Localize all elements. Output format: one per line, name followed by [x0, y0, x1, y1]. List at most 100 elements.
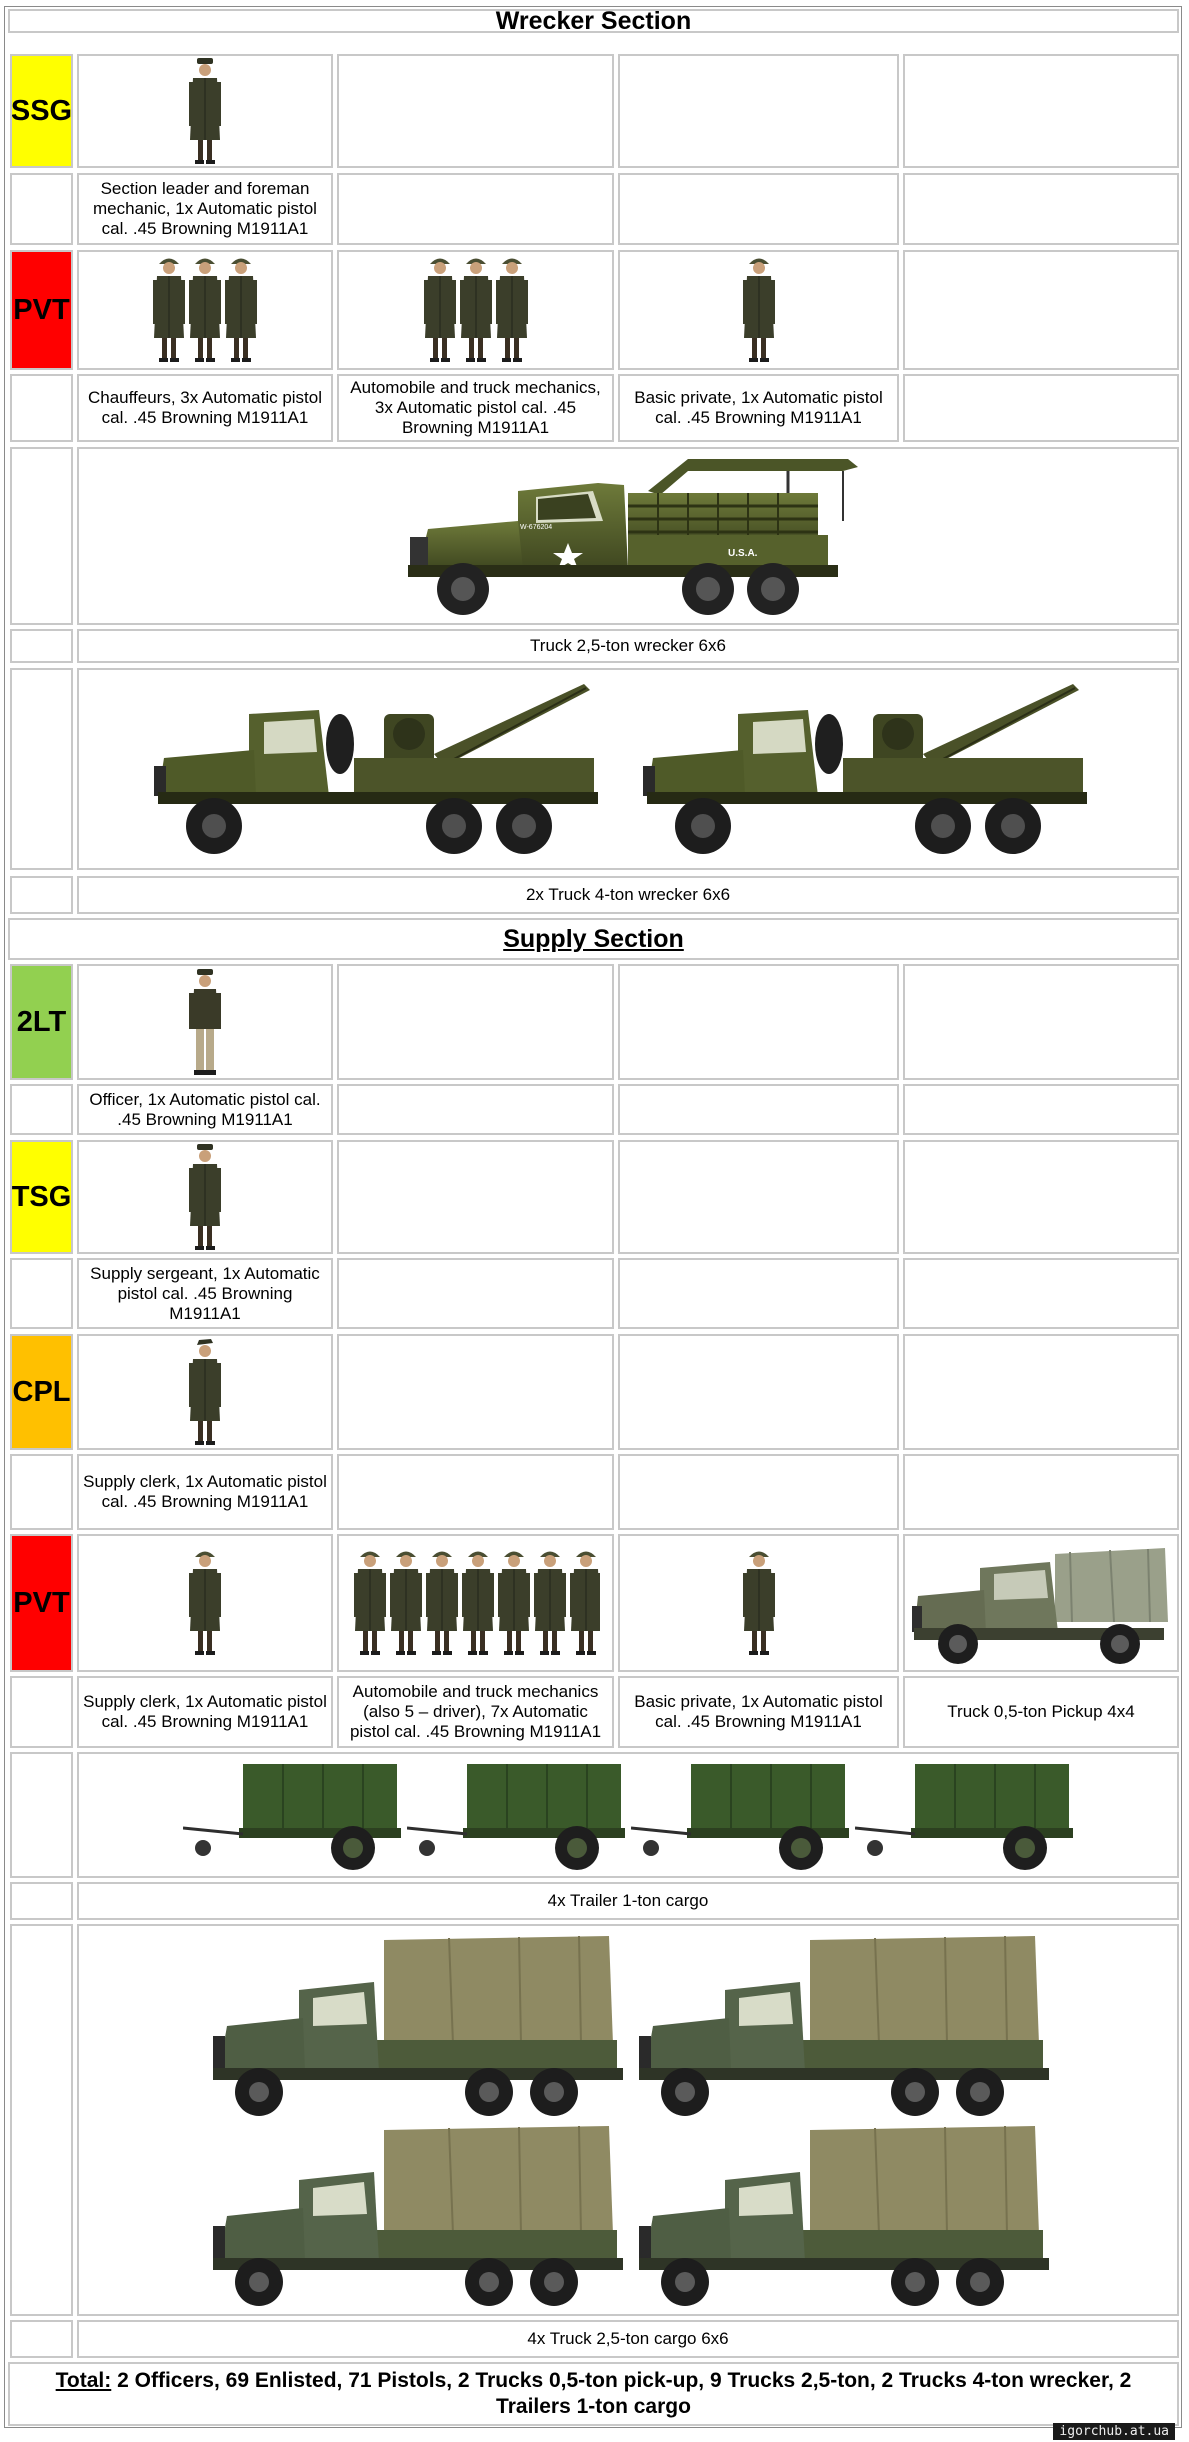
- mechanics-figures-cell: [337, 250, 614, 370]
- empty-cell: [903, 54, 1179, 168]
- truck-25-ton-cargo-icon: [213, 1935, 623, 2116]
- empty-cell: [337, 1258, 614, 1329]
- trailer-1-ton-icon: [631, 1764, 849, 1870]
- watermark: igorchub.at.ua: [1053, 2423, 1175, 2440]
- basic-private2-figure-cell: [618, 1534, 899, 1672]
- supply-section-title: Supply Section: [8, 918, 1179, 960]
- empty-cell: [618, 1140, 899, 1254]
- empty-rank-cell: [10, 1676, 73, 1748]
- ssg-figure-cell: [77, 54, 333, 168]
- empty-cell: [903, 1454, 1179, 1530]
- empty-cell: [337, 1334, 614, 1450]
- outer-frame: [4, 6, 1182, 2428]
- empty-cell: [903, 250, 1179, 370]
- ssg-caption: Section leader and foreman mechanic, 1x …: [77, 173, 333, 245]
- supply-sergeant-caption: Supply sergeant, 1x Automatic pistol cal…: [77, 1258, 333, 1329]
- pickup-truck-cell: [903, 1534, 1179, 1672]
- empty-cell: [618, 54, 899, 168]
- rank-ssg: SSG: [10, 54, 73, 168]
- empty-rank-cell: [10, 1924, 73, 2316]
- trailers-caption: 4x Trailer 1-ton cargo: [77, 1882, 1179, 1920]
- empty-cell: [337, 964, 614, 1080]
- truck-4-ton-wrecker-icon: [642, 684, 1087, 854]
- empty-cell: [903, 173, 1179, 245]
- basic-private-figure-cell: [618, 250, 899, 370]
- star-insignia: [553, 543, 583, 569]
- supply-clerk2-caption: Supply clerk, 1x Automatic pistol cal. .…: [77, 1676, 333, 1748]
- rank-pvt: PVT: [10, 250, 73, 370]
- truck-05-ton-pickup-icon: [912, 1548, 1168, 1664]
- empty-cell: [903, 1334, 1179, 1450]
- truck-25-ton-cargo-icon: [639, 2125, 1049, 2306]
- empty-rank-cell: [10, 1752, 73, 1878]
- empty-cell: [903, 374, 1179, 442]
- soldier-coat-icon: [189, 58, 221, 164]
- mechanics7-caption: Automobile and truck mechanics (also 5 –…: [337, 1676, 614, 1748]
- truck-4-ton-wrecker-icon: [153, 684, 598, 854]
- empty-cell: [618, 1258, 899, 1329]
- basic-private-caption: Basic private, 1x Automatic pistol cal. …: [618, 374, 899, 442]
- rank-tsg: TSG: [10, 1140, 73, 1254]
- truck-25-wrecker-caption: Truck 2,5-ton wrecker 6x6: [77, 629, 1179, 663]
- empty-rank-cell: [10, 2320, 73, 2358]
- empty-cell: [618, 964, 899, 1080]
- empty-cell: [618, 1084, 899, 1135]
- officer-figure-cell: [77, 964, 333, 1080]
- empty-cell: [618, 1334, 899, 1450]
- empty-cell: [618, 1454, 899, 1530]
- truck-25-wrecker-cell: U.S.A. W-676204: [77, 447, 1179, 625]
- total-summary: Total: 2 Officers, 69 Enlisted, 71 Pisto…: [8, 2362, 1179, 2426]
- empty-cell: [903, 1140, 1179, 1254]
- officer-caption: Officer, 1x Automatic pistol cal. .45 Br…: [77, 1084, 333, 1135]
- truck-4-wrecker-cell: [77, 668, 1179, 870]
- soldier-helmet-icon: [742, 258, 775, 362]
- empty-rank-cell: [10, 374, 73, 442]
- supply-clerk-figure-cell: [77, 1334, 333, 1450]
- chauffeurs-caption: Chauffeurs, 3x Automatic pistol cal. .45…: [77, 374, 333, 442]
- bed-marking: U.S.A.: [728, 548, 758, 559]
- supply-clerk-caption: Supply clerk, 1x Automatic pistol cal. .…: [77, 1454, 333, 1530]
- trailer-1-ton-icon: [407, 1764, 625, 1870]
- truck-25-ton-cargo-icon: [213, 2125, 623, 2306]
- wheels: [437, 563, 799, 615]
- wrecker-section-title: Wrecker Section: [8, 9, 1179, 33]
- empty-rank-cell: [10, 668, 73, 870]
- cargo-caption: 4x Truck 2,5-ton cargo 6x6: [77, 2320, 1179, 2358]
- soldier-coat-icon: [189, 1144, 221, 1250]
- empty-rank-cell: [10, 447, 73, 625]
- empty-cell: [903, 1084, 1179, 1135]
- rank-cpl: CPL: [10, 1334, 73, 1450]
- total-text: 2 Officers, 69 Enlisted, 71 Pistols, 2 T…: [117, 2369, 1132, 2418]
- soldiers-helmet-icon: [423, 258, 528, 362]
- soldier-helmet-icon: [742, 1551, 775, 1655]
- empty-rank-cell: [10, 1258, 73, 1329]
- soldier-coat-icon: [189, 1339, 221, 1445]
- rank-2lt: 2LT: [10, 964, 73, 1080]
- empty-cell: [337, 54, 614, 168]
- soldier-helmet-icon: [189, 1551, 221, 1655]
- empty-cell: [903, 1258, 1179, 1329]
- empty-rank-cell: [10, 876, 73, 914]
- empty-rank-cell: [10, 1084, 73, 1135]
- empty-rank-cell: [10, 173, 73, 245]
- total-label: Total:: [55, 2369, 112, 2392]
- mechanics7-figures-cell: [337, 1534, 614, 1672]
- empty-cell: [903, 964, 1179, 1080]
- trailer-1-ton-icon: [183, 1764, 401, 1870]
- trailers-cell: [77, 1752, 1179, 1878]
- empty-cell: [337, 1140, 614, 1254]
- rank-pvt: PVT: [10, 1534, 73, 1672]
- door-marking: W-676204: [520, 524, 552, 531]
- empty-cell: [337, 1454, 614, 1530]
- cargo-trucks-cell: [77, 1924, 1179, 2316]
- trailer-1-ton-icon: [855, 1764, 1073, 1870]
- supply-sergeant-figure-cell: [77, 1140, 333, 1254]
- truck-25-ton-cargo-icon: [639, 1935, 1049, 2116]
- mechanics-caption: Automobile and truck mechanics, 3x Autom…: [337, 374, 614, 442]
- pickup-caption: Truck 0,5-ton Pickup 4x4: [903, 1676, 1179, 1748]
- empty-cell: [618, 173, 899, 245]
- empty-rank-cell: [10, 1882, 73, 1920]
- soldiers-helmet-icon: [153, 258, 257, 362]
- empty-cell: [337, 173, 614, 245]
